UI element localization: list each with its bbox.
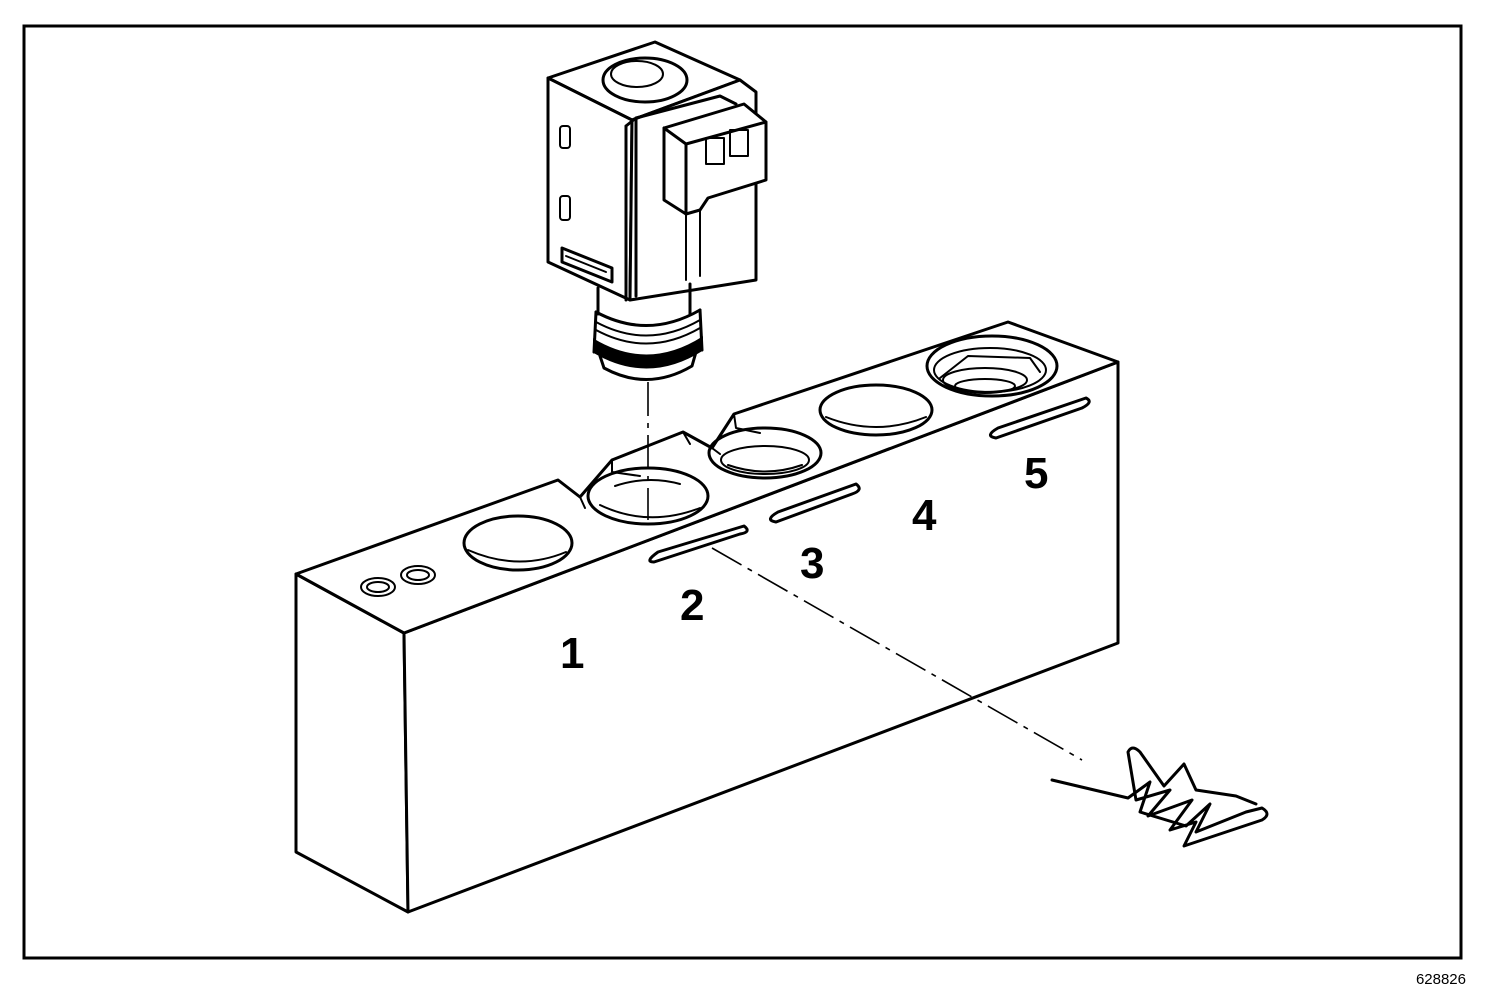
shift-solenoid: [546, 40, 768, 381]
clip-slots: [648, 396, 1091, 564]
figure-frame: [22, 24, 1463, 960]
position-label-1: 1: [560, 629, 584, 678]
bore-4: [818, 383, 934, 437]
position-label-4: 4: [912, 491, 937, 540]
small-port-holes: [360, 565, 436, 597]
bore-1: [462, 514, 574, 572]
retaining-clip: [1050, 746, 1269, 848]
electrical-connector: [662, 102, 768, 281]
position-label-2: 2: [680, 581, 704, 630]
position-label-5: 5: [1024, 449, 1048, 498]
bore-5: [925, 334, 1059, 398]
figure-code: 628826: [1416, 971, 1466, 988]
position-labels: 1 2 3 4 5: [560, 449, 1048, 678]
install-path-lines: [647, 382, 1083, 761]
valve-body-block: [294, 320, 1120, 914]
bore-3: [707, 426, 823, 480]
position-label-3: 3: [800, 539, 824, 588]
